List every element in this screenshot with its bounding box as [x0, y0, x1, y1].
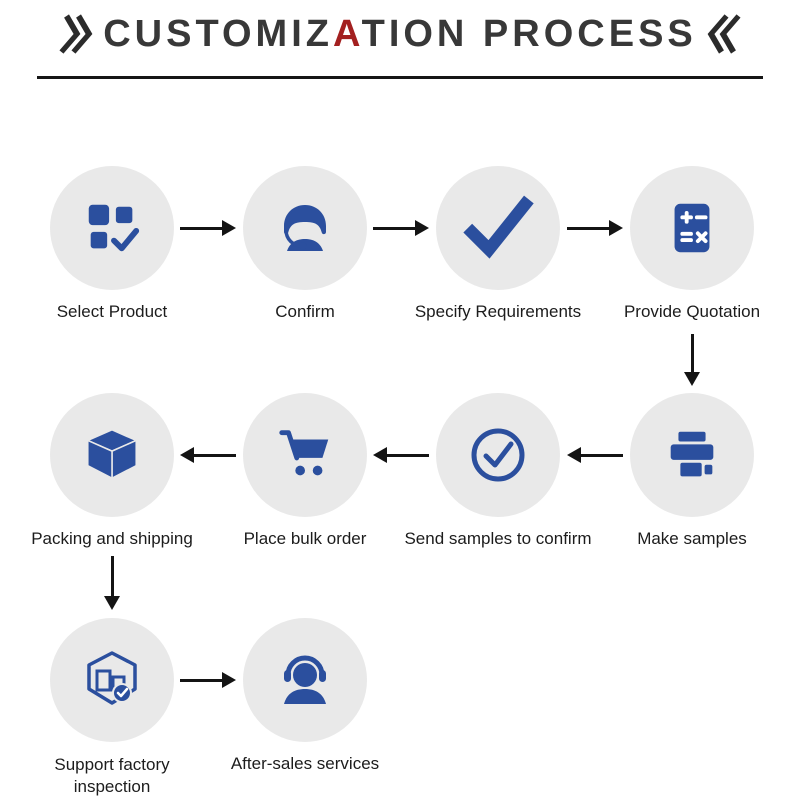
step-circle	[243, 393, 367, 517]
right-double-chevron-icon	[707, 14, 741, 54]
step-circle	[243, 618, 367, 742]
step-circle	[630, 166, 754, 290]
step-label: Specify Requirements	[414, 302, 582, 321]
step-label: Make samples	[637, 529, 747, 548]
product-grid-check-icon	[88, 204, 140, 252]
flow-arrow-right-icon	[180, 672, 236, 688]
flow-arrow-right-icon	[567, 220, 623, 236]
step-label: Support factory inspection	[54, 755, 170, 797]
step-circle	[630, 393, 754, 517]
step-make-samples: Make samples	[592, 393, 792, 549]
page-title-row: CUSTOMIZATION PROCESS	[0, 12, 800, 56]
step-select-product: Select Product	[12, 166, 212, 322]
package-box-icon	[87, 429, 137, 480]
shopping-cart-icon	[279, 430, 329, 476]
checkmark-icon	[463, 195, 534, 259]
factory-inspection-icon	[87, 651, 137, 705]
step-label: Packing and shipping	[31, 529, 193, 548]
step-support-factory-inspection: Support factory inspection	[12, 618, 212, 798]
title-accent-letter: A	[332, 12, 362, 55]
step-circle	[50, 618, 174, 742]
flow-arrow-left-icon	[373, 447, 429, 463]
title-prefix: CUSTOMIZ	[103, 12, 333, 55]
step-label: Place bulk order	[243, 529, 367, 548]
step-after-sales-services: After-sales services	[205, 618, 405, 774]
step-label: After-sales services	[230, 754, 380, 773]
customer-service-icon	[284, 205, 326, 251]
flow-arrow-left-icon	[180, 447, 236, 463]
flow-arrow-down-icon	[684, 334, 700, 386]
step-label: Confirm	[275, 302, 335, 321]
step-label: Send samples to confirm	[404, 529, 592, 548]
title-underline	[37, 76, 763, 79]
step-circle	[50, 393, 174, 517]
step-confirm: Confirm	[205, 166, 405, 322]
flow-arrow-left-icon	[567, 447, 623, 463]
step-label: Select Product	[56, 302, 168, 321]
page-title: CUSTOMIZATION PROCESS	[103, 13, 697, 56]
step-specify-requirements: Specify Requirements	[398, 166, 598, 322]
step-circle	[243, 166, 367, 290]
flow-arrow-right-icon	[373, 220, 429, 236]
step-circle	[436, 393, 560, 517]
calculator-icon	[674, 203, 710, 253]
step-place-bulk-order: Place bulk order	[205, 393, 405, 549]
step-send-samples-to-confirm: Send samples to confirm	[398, 393, 598, 549]
step-provide-quotation: Provide Quotation	[592, 166, 792, 322]
title-suffix: TION PROCESS	[361, 12, 697, 55]
circle-check-icon	[471, 428, 525, 482]
left-double-chevron-icon	[59, 14, 93, 54]
headset-person-icon	[284, 655, 326, 704]
step-packing-and-shipping: Packing and shipping	[12, 393, 212, 549]
step-label: Provide Quotation	[623, 302, 761, 321]
printer-icon	[670, 431, 714, 477]
step-circle	[436, 166, 560, 290]
flow-arrow-right-icon	[180, 220, 236, 236]
step-circle	[50, 166, 174, 290]
flow-arrow-down-icon	[104, 556, 120, 610]
